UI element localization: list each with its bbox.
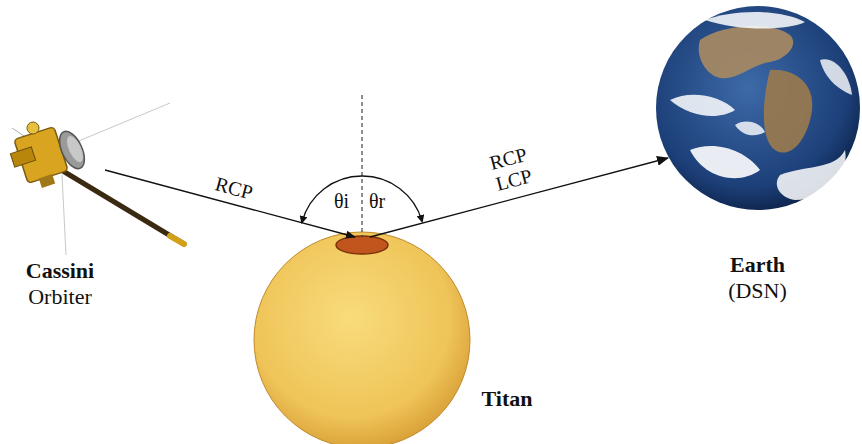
angle-label: θr (369, 190, 385, 212)
polarization-label: RCP (202, 170, 266, 207)
polarization-label: RCP LCP (481, 141, 543, 197)
node-subtitle: (DSN) (650, 278, 862, 304)
node-title: Cassini (5, 258, 115, 284)
node-title: Earth (650, 252, 862, 278)
angle-label: θi (334, 190, 349, 212)
titan-sphere (254, 232, 470, 444)
reflection-arc (362, 176, 422, 221)
cassini-spacecraft (10, 103, 184, 255)
planet-node: Earth(DSN) (650, 5, 860, 305)
earth-globe (656, 6, 860, 210)
node-title: Titan (472, 386, 542, 412)
planet-node: Titan (250, 228, 550, 444)
signal-ray (105, 170, 355, 237)
node-subtitle: Orbiter (5, 284, 115, 310)
incidence-arc (302, 176, 362, 222)
surface-normal (361, 95, 362, 237)
spacecraft-node: CassiniOrbiter (5, 100, 195, 315)
